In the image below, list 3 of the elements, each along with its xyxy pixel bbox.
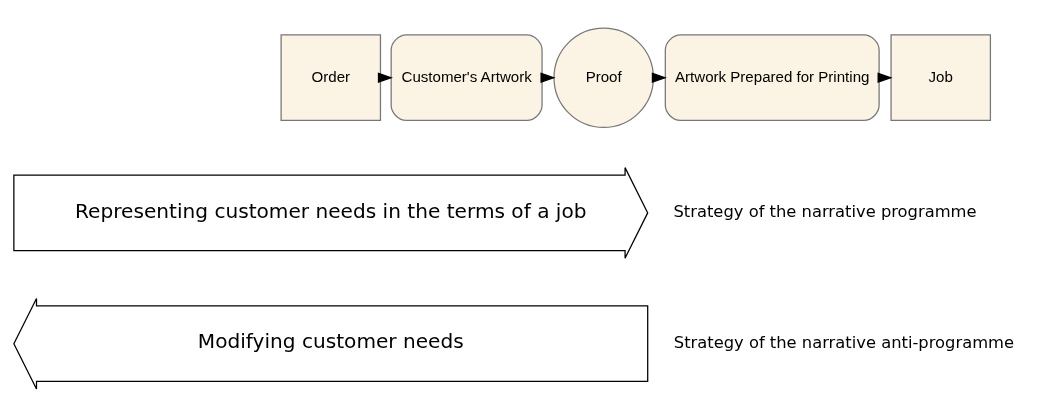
node-label: Strategy of the narrative programme [673,202,977,222]
node-box: Job [890,34,992,122]
node-label: Strategy of the narrative anti-programme [673,332,1015,352]
